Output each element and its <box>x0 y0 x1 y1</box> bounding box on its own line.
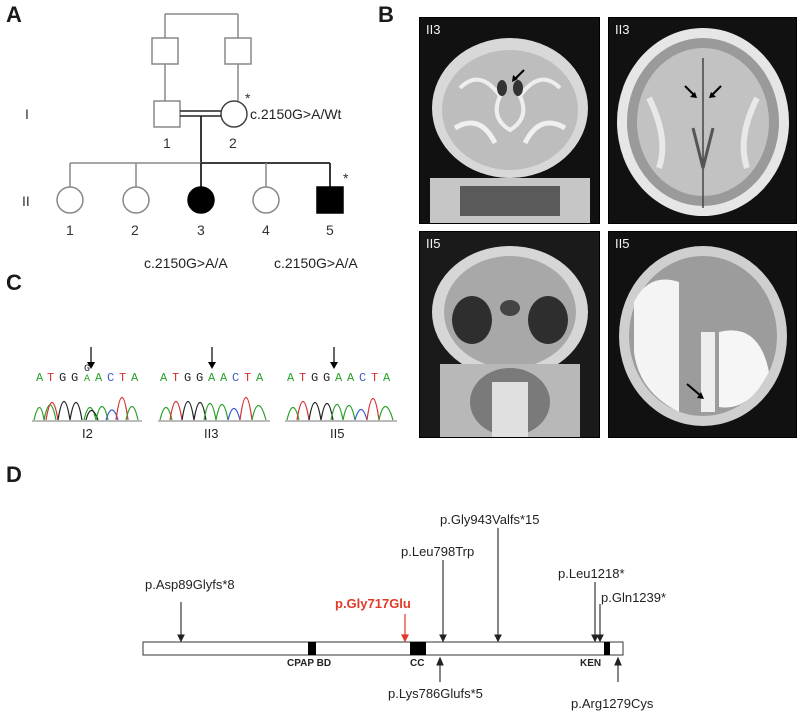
base-letter: T <box>47 371 55 385</box>
base-letter: A <box>84 374 91 385</box>
base-letter: G <box>71 371 79 385</box>
variant-label-highlight: p.Gly717Glu <box>335 596 411 611</box>
base-letter: A <box>256 371 264 385</box>
asterisk-marker: * <box>245 90 251 106</box>
genotype-label-i2: c.2150G>A/Wt <box>250 106 342 122</box>
individual-number: 2 <box>131 222 139 238</box>
individual-i1 <box>153 100 181 128</box>
base-letter: G <box>59 371 67 385</box>
individual-ii4 <box>252 186 280 214</box>
base-letter: T <box>172 371 180 385</box>
variant-label: p.Asp89Glyfs*8 <box>145 577 235 592</box>
mri-axial-ii3: II3 <box>608 17 797 224</box>
base-letter: C <box>107 371 115 385</box>
individual-number: 2 <box>229 135 237 151</box>
variant-label: p.Arg1279Cys <box>571 696 654 711</box>
chromatogram-ii5: A T G G A A C T A <box>285 345 397 425</box>
domain-label-cc: CC <box>410 658 425 669</box>
individual-number: 1 <box>66 222 74 238</box>
variant-label: p.Gly943Valfs*15 <box>440 512 540 527</box>
base-letter: A <box>131 371 139 385</box>
panel-label-c: C <box>6 270 22 295</box>
individual-number: 5 <box>326 222 334 238</box>
generation-label-i: I <box>25 106 29 122</box>
base-letter: T <box>299 371 307 385</box>
grandparent-1 <box>151 37 179 65</box>
base-letter: A <box>383 371 391 385</box>
domain-ken <box>604 642 610 655</box>
mri-label: II3 <box>426 22 441 37</box>
base-letter: G <box>184 371 192 385</box>
individual-ii2 <box>122 186 150 214</box>
mri-label: II5 <box>615 236 630 251</box>
base-letter: G <box>311 371 319 385</box>
individual-number: 4 <box>262 222 270 238</box>
mri-coronal-ii3: II3 <box>419 17 600 224</box>
base-letter: G <box>196 371 204 385</box>
base-letter: A <box>287 371 295 385</box>
variant-label: p.Leu1218* <box>558 566 625 581</box>
individual-ii5 <box>316 186 344 214</box>
domain-cpap-bd <box>308 642 316 655</box>
variant-label: p.Lys786Glufs*5 <box>388 686 483 701</box>
panel-label-a: A <box>6 2 22 27</box>
chromatogram-ii3: A T G G A A C T A <box>158 345 270 425</box>
mri-label: II3 <box>615 22 630 37</box>
base-letter: T <box>244 371 252 385</box>
base-letter: A <box>220 371 228 385</box>
individual-number: 3 <box>197 222 205 238</box>
domain-label-ken: KEN <box>580 658 602 669</box>
panel-label-b: B <box>378 2 394 27</box>
chromatogram-label-ii3: II3 <box>204 426 219 441</box>
base-letter: A <box>208 371 216 385</box>
base-letter: A <box>160 371 168 385</box>
protein-bar <box>142 641 624 656</box>
base-letter: T <box>119 371 127 385</box>
mri-label: II5 <box>426 236 441 251</box>
base-letter: G <box>84 364 91 375</box>
protein-schematic <box>142 528 624 682</box>
mri-axial-ii5: II5 <box>608 231 797 438</box>
base-letter: A <box>36 371 44 385</box>
base-letter: C <box>232 371 240 385</box>
panel-label-d: D <box>6 462 22 487</box>
generation-label-ii: II <box>22 193 30 209</box>
chromatogram-i2: A T G G G A A C T A <box>32 345 142 422</box>
genotype-label-ii5: c.2150G>A/A <box>274 255 358 271</box>
pedigree-lines <box>56 13 344 214</box>
asterisk-marker: * <box>343 170 349 186</box>
domain-cc <box>410 642 426 655</box>
individual-ii1 <box>56 186 84 214</box>
domain-label-cpap-bd: CPAP BD <box>287 658 332 669</box>
individual-ii3 <box>187 186 215 214</box>
grandparent-2 <box>224 37 252 65</box>
chromatogram-label-i2: I2 <box>82 426 93 441</box>
individual-number: 1 <box>163 135 171 151</box>
base-letter: A <box>347 371 355 385</box>
base-letter: C <box>359 371 367 385</box>
base-letter: T <box>371 371 379 385</box>
base-letter: A <box>95 371 103 385</box>
base-letter: G <box>323 371 331 385</box>
variant-label: p.Gln1239* <box>601 590 667 605</box>
individual-i2 <box>220 100 248 128</box>
mri-coronal-ii5: II5 <box>419 231 600 438</box>
chromatogram-label-ii5: II5 <box>330 426 345 441</box>
base-letter: A <box>335 371 343 385</box>
genotype-label-ii3: c.2150G>A/A <box>144 255 228 271</box>
variant-label: p.Leu798Trp <box>401 544 475 559</box>
